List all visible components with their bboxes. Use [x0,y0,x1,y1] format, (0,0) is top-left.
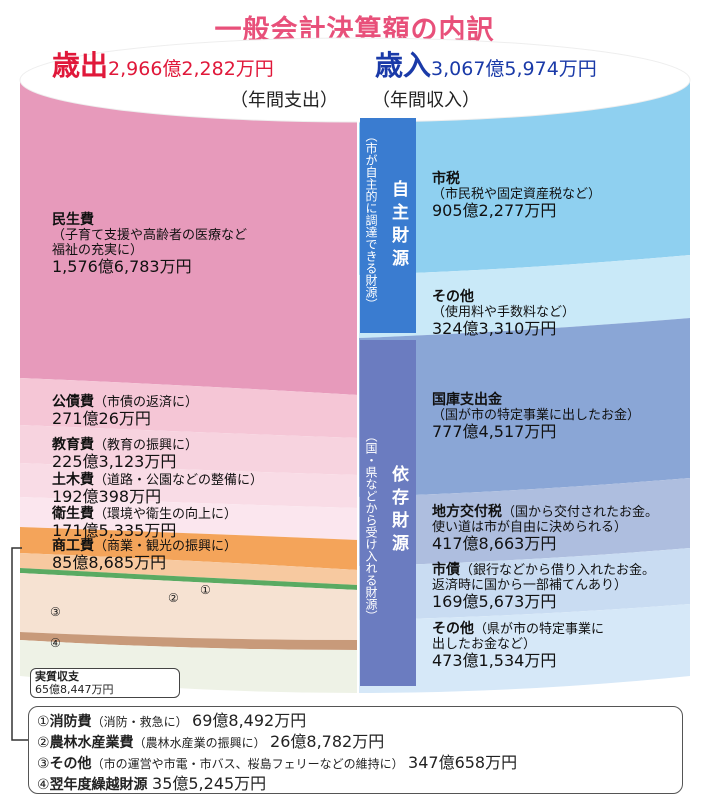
grant-label: 地方交付税（国から交付されたお金。 使い道は市が自由に決められる） 417億8,… [432,505,658,553]
callout-1: ① [200,583,211,597]
treasury-desc: （国が市の特定事業に出したお金） [432,408,641,423]
commerce-label: 商工費（商業・観光の振興に） 85億8,685万円 [52,539,237,572]
dep-other-amount: 473億1,534万円 [432,651,557,670]
treasury-segment [358,318,690,497]
education-amount: 225億3,123万円 [52,452,177,471]
note-item-1: ①消防費（消防・救急に） 69億8,492万円 [37,711,307,730]
callout-3: ③ [50,605,61,619]
civil-amount: 192億398万円 [52,487,162,506]
dependent-source-desc: （国・県などから受け入れる財源） [364,430,378,622]
treasury-amount: 777億4,517万円 [432,422,557,441]
grant-desc: （国から交付されたお金。 [502,505,659,520]
tax-desc: （市民税や固定資産税など） [432,187,602,202]
agri-segment [20,568,358,590]
note-item-4: ④翌年度繰越財源 35億5,245万円 [37,774,267,793]
commerce-amount: 85億8,685万円 [52,553,167,572]
tax-name: 市税 [432,171,460,187]
health-label: 衛生費（環境や衛生の向上に） 171億5,335万円 [52,507,237,540]
expenditure-label: 歳出 [52,49,109,82]
grant-desc2: 使い道は市が自由に決められる） [432,520,628,535]
notes-box: ①消防費（消防・救急に） 69億8,492万円 ②農林水産業費（農林水産業の振興… [28,706,683,794]
cylinder-top [19,37,691,123]
education-segment [20,425,358,475]
own-other-label: その他 （使用料や手数料など） 324億3,310万円 [432,290,575,338]
debt-segment [20,378,358,438]
bond-amount: 169億5,673万円 [432,592,557,611]
treasury-label: 国庫支出金 （国が市の特定事業に出したお金） 777億4,517万円 [432,393,640,441]
education-name: 教育費 [52,437,94,453]
misc-segment [20,573,358,640]
civil-segment [20,463,358,508]
debt-amount: 271億26万円 [52,409,151,428]
debt-label: 公債費（市債の返済に） 271億26万円 [52,395,198,428]
health-segment [20,497,358,540]
bond-name: 市債 [432,562,460,578]
surplus-label: 実質収支 [35,670,79,683]
own-source-band [360,118,416,333]
note-item-3: ③その他（市の運営や市電・市バス、桜島フェリーなどの維持に） 347億658万円 [37,753,518,772]
tax-label: 市税 （市民税や固定資産税など） 905億2,277万円 [432,172,601,220]
revenue-label: 歳入 [375,49,432,82]
own-other-desc: （使用料や手数料など） [432,305,576,320]
expenditure-total: 2,966億2,282万円 [108,58,274,80]
revenue-header: 歳入3,067億5,974万円 [375,44,597,84]
dependent-source-title: 依存財源 [388,465,408,557]
grant-segment [358,478,690,566]
own-other-name: その他 [432,289,474,305]
commerce-segment [20,527,358,570]
treasury-name: 国庫支出金 [432,392,502,408]
dep-other-desc: （県が市の特定事業に [474,622,605,637]
callout-2: ② [168,591,179,605]
education-label: 教育費（教育の振興に） 225億3,123万円 [52,438,198,471]
carryover-segment [20,632,358,650]
grant-name: 地方交付税 [432,504,502,520]
health-desc: （環境や衛生の向上に） [94,507,238,522]
expenditure-header: 歳出2,966億2,282万円 [52,44,274,84]
commerce-name: 商工費 [52,538,94,554]
note-item-2: ②農林水産業費（農林水産業の振興に） 26億8,782万円 [37,732,385,751]
own-other-segment [358,255,690,338]
own-other-amount: 324億3,310万円 [432,319,557,338]
debt-desc: （市債の返済に） [94,395,199,410]
own-source-title: 自主財源 [388,180,408,272]
civil-name: 土木費 [52,472,94,488]
surplus-box: 実質収支 65億8,447万円 [30,668,180,698]
revenue-total: 3,067億5,974万円 [431,58,597,80]
welfare-amount: 1,576億6,783万円 [52,257,192,276]
bond-segment [358,548,690,620]
callout-bracket [11,547,28,741]
tax-amount: 905億2,277万円 [432,201,557,220]
fire-segment [20,553,358,585]
surplus-amount: 65億8,447万円 [35,683,114,696]
education-desc: （教育の振興に） [94,438,199,453]
civil-label: 土木費（道路・公園などの整備に） 192億398万円 [52,473,263,506]
welfare-desc2: 福祉の充実に） [52,243,144,258]
dep-other-name: その他 [432,621,474,637]
tax-segment [358,80,690,275]
callout-4: ④ [50,636,61,650]
civil-desc: （道路・公園などの整備に） [94,473,264,488]
dep-other-segment [358,604,690,693]
own-source-desc: （市が自主的に調達できる財源） [364,130,378,310]
dependent-source-band [360,340,416,686]
welfare-name: 民生費 [52,212,94,228]
welfare-desc: （子育て支援や高齢者の医療など [52,228,248,243]
commerce-desc: （商業・観光の振興に） [94,539,238,554]
health-name: 衛生費 [52,506,94,522]
dep-other-desc2: 出したお金など） [432,637,537,652]
dep-other-label: その他（県が市の特定事業に 出したお金など） 473億1,534万円 [432,622,604,670]
revenue-sub: （年間収入） [372,90,480,111]
welfare-label: 民生費 （子育て支援や高齢者の医療など 福祉の充実に） 1,576億6,783万… [52,213,247,276]
bond-desc: （銀行などから借り入れたお金。 [460,563,656,578]
expenditure-sub: （年間支出） [230,90,338,111]
grant-amount: 417億8,663万円 [432,534,557,553]
bond-desc2: 返済時に国から一部補てんあり） [432,578,628,593]
debt-name: 公債費 [52,394,94,410]
welfare-segment [20,80,358,395]
bond-label: 市債（銀行などから借り入れたお金。 返済時に国から一部補てんあり） 169億5,… [432,563,655,611]
health-amount: 171億5,335万円 [52,521,177,540]
